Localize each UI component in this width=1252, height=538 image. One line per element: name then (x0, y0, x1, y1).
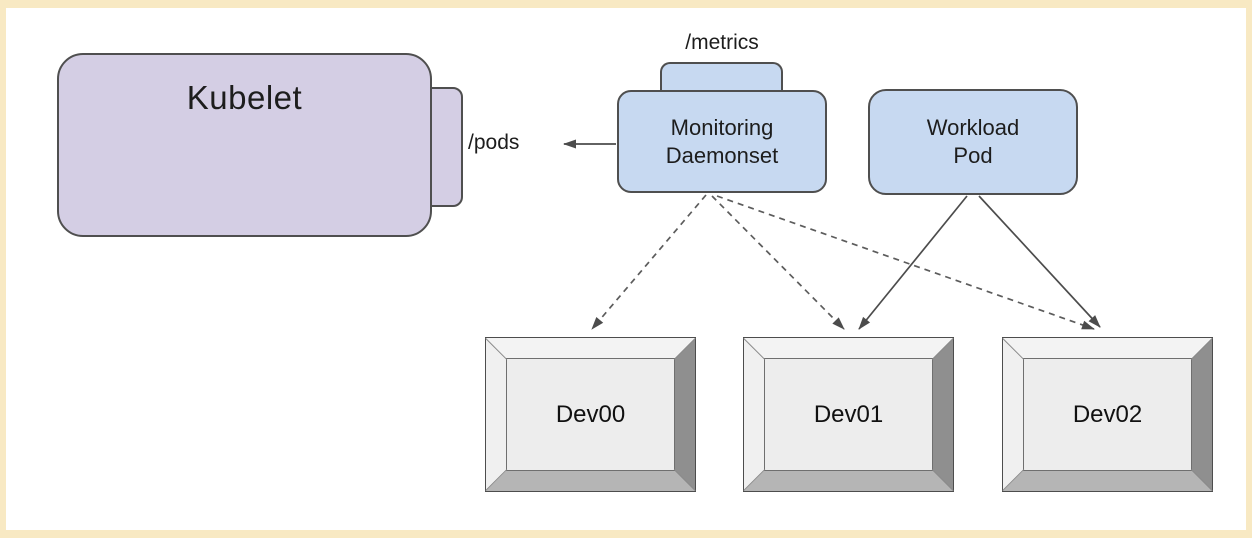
device-bevel (1003, 338, 1212, 491)
device-label: Dev02 (1072, 400, 1143, 428)
device-bevel (486, 338, 695, 491)
monitoring-label-line1: Monitoring (670, 114, 774, 140)
workload-label-line2: Pod (953, 143, 993, 168)
metrics-endpoint-label: /metrics (685, 31, 759, 54)
device-label: Dev01 (813, 400, 884, 428)
node-device-dev00: Dev00 (485, 337, 696, 492)
edge-workload-to-dev01 (858, 195, 968, 330)
device-face: Dev02 (1023, 358, 1192, 471)
edge-workload-to-dev02 (978, 195, 1101, 328)
node-kubelet: Kubelet (57, 53, 432, 237)
edge-monitoring-to-dev00 (591, 194, 707, 330)
monitoring-label-line2: Daemonset (665, 142, 779, 168)
kubelet-pods-port-tab (430, 87, 463, 207)
device-face: Dev01 (764, 358, 933, 471)
node-monitoring-daemonset: Monitoring Daemonset (617, 90, 827, 193)
workload-label-line1: Workload (926, 115, 1020, 140)
node-device-dev01: Dev01 (743, 337, 954, 492)
pods-endpoint-label: /pods (468, 131, 520, 154)
edge-monitoring-to-dev02 (716, 195, 1095, 330)
device-bevel (744, 338, 953, 491)
device-face: Dev00 (506, 358, 675, 471)
edge-monitoring-to-dev01 (711, 195, 845, 330)
node-device-dev02: Dev02 (1002, 337, 1213, 492)
node-workload-pod: Workload Pod (868, 89, 1078, 195)
device-label: Dev00 (555, 400, 626, 428)
kubelet-label: Kubelet (186, 79, 303, 116)
